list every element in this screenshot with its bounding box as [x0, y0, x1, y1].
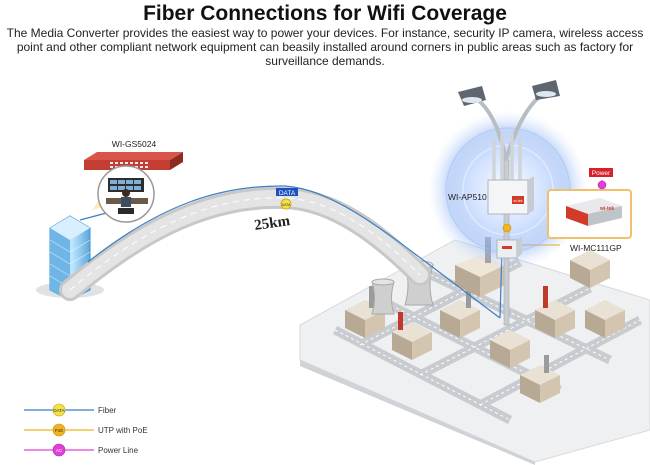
ap-brand-text: wi-tek — [513, 199, 522, 203]
legend-item-fiber: DATA Fiber — [24, 403, 117, 417]
converter-label: WI-MC111GP — [570, 243, 622, 253]
legend-item-power: AC Power Line — [24, 443, 139, 457]
access-point-device: wi-tek WI-AP510 — [448, 132, 534, 233]
legend-badge: AC — [56, 448, 63, 453]
factory-block — [392, 312, 432, 360]
legend-label: Power Line — [98, 446, 139, 455]
legend-label: Fiber — [98, 406, 117, 415]
data-badge-text: DATA — [282, 203, 291, 207]
switch-device: WI-GS5024 — [84, 139, 183, 170]
legend-badge: PoE — [55, 428, 64, 433]
page-title: Fiber Connections for Wifi Coverage — [143, 2, 507, 25]
factory-block — [490, 330, 530, 368]
legend-label: UTP with PoE — [98, 426, 148, 435]
factory-block — [535, 286, 575, 338]
control-room — [92, 165, 155, 223]
legend-badge: DATA — [53, 408, 64, 413]
cooling-tower — [371, 278, 395, 315]
fiber-data-tag: DATA DATA — [276, 188, 298, 210]
legend: DATA Fiber PoE UTP with PoE AC Power Lin… — [24, 403, 148, 457]
fiber-link — [87, 185, 501, 319]
power-tag: Power — [589, 168, 613, 190]
switch-label: WI-GS5024 — [112, 139, 157, 149]
factory-block — [585, 300, 625, 338]
pole-cabinet — [496, 236, 522, 259]
distance-label: 25km — [253, 213, 291, 234]
media-converter-panel: wi-tek WI-MC111GP — [547, 189, 632, 253]
factory-block — [440, 288, 480, 338]
factory-block — [570, 250, 610, 288]
power-tag-label: Power — [592, 170, 611, 177]
converter-brand-text: wi-tek — [599, 206, 614, 212]
legend-item-poe: PoE UTP with PoE — [24, 423, 148, 437]
ap-label: WI-AP510 — [448, 192, 487, 202]
data-tag-label: DATA — [279, 190, 296, 197]
factory-buildings — [345, 237, 625, 403]
fiber-road — [59, 186, 431, 301]
factory-block — [520, 355, 560, 403]
page-description: The Media Converter provides the easiest… — [6, 26, 644, 68]
